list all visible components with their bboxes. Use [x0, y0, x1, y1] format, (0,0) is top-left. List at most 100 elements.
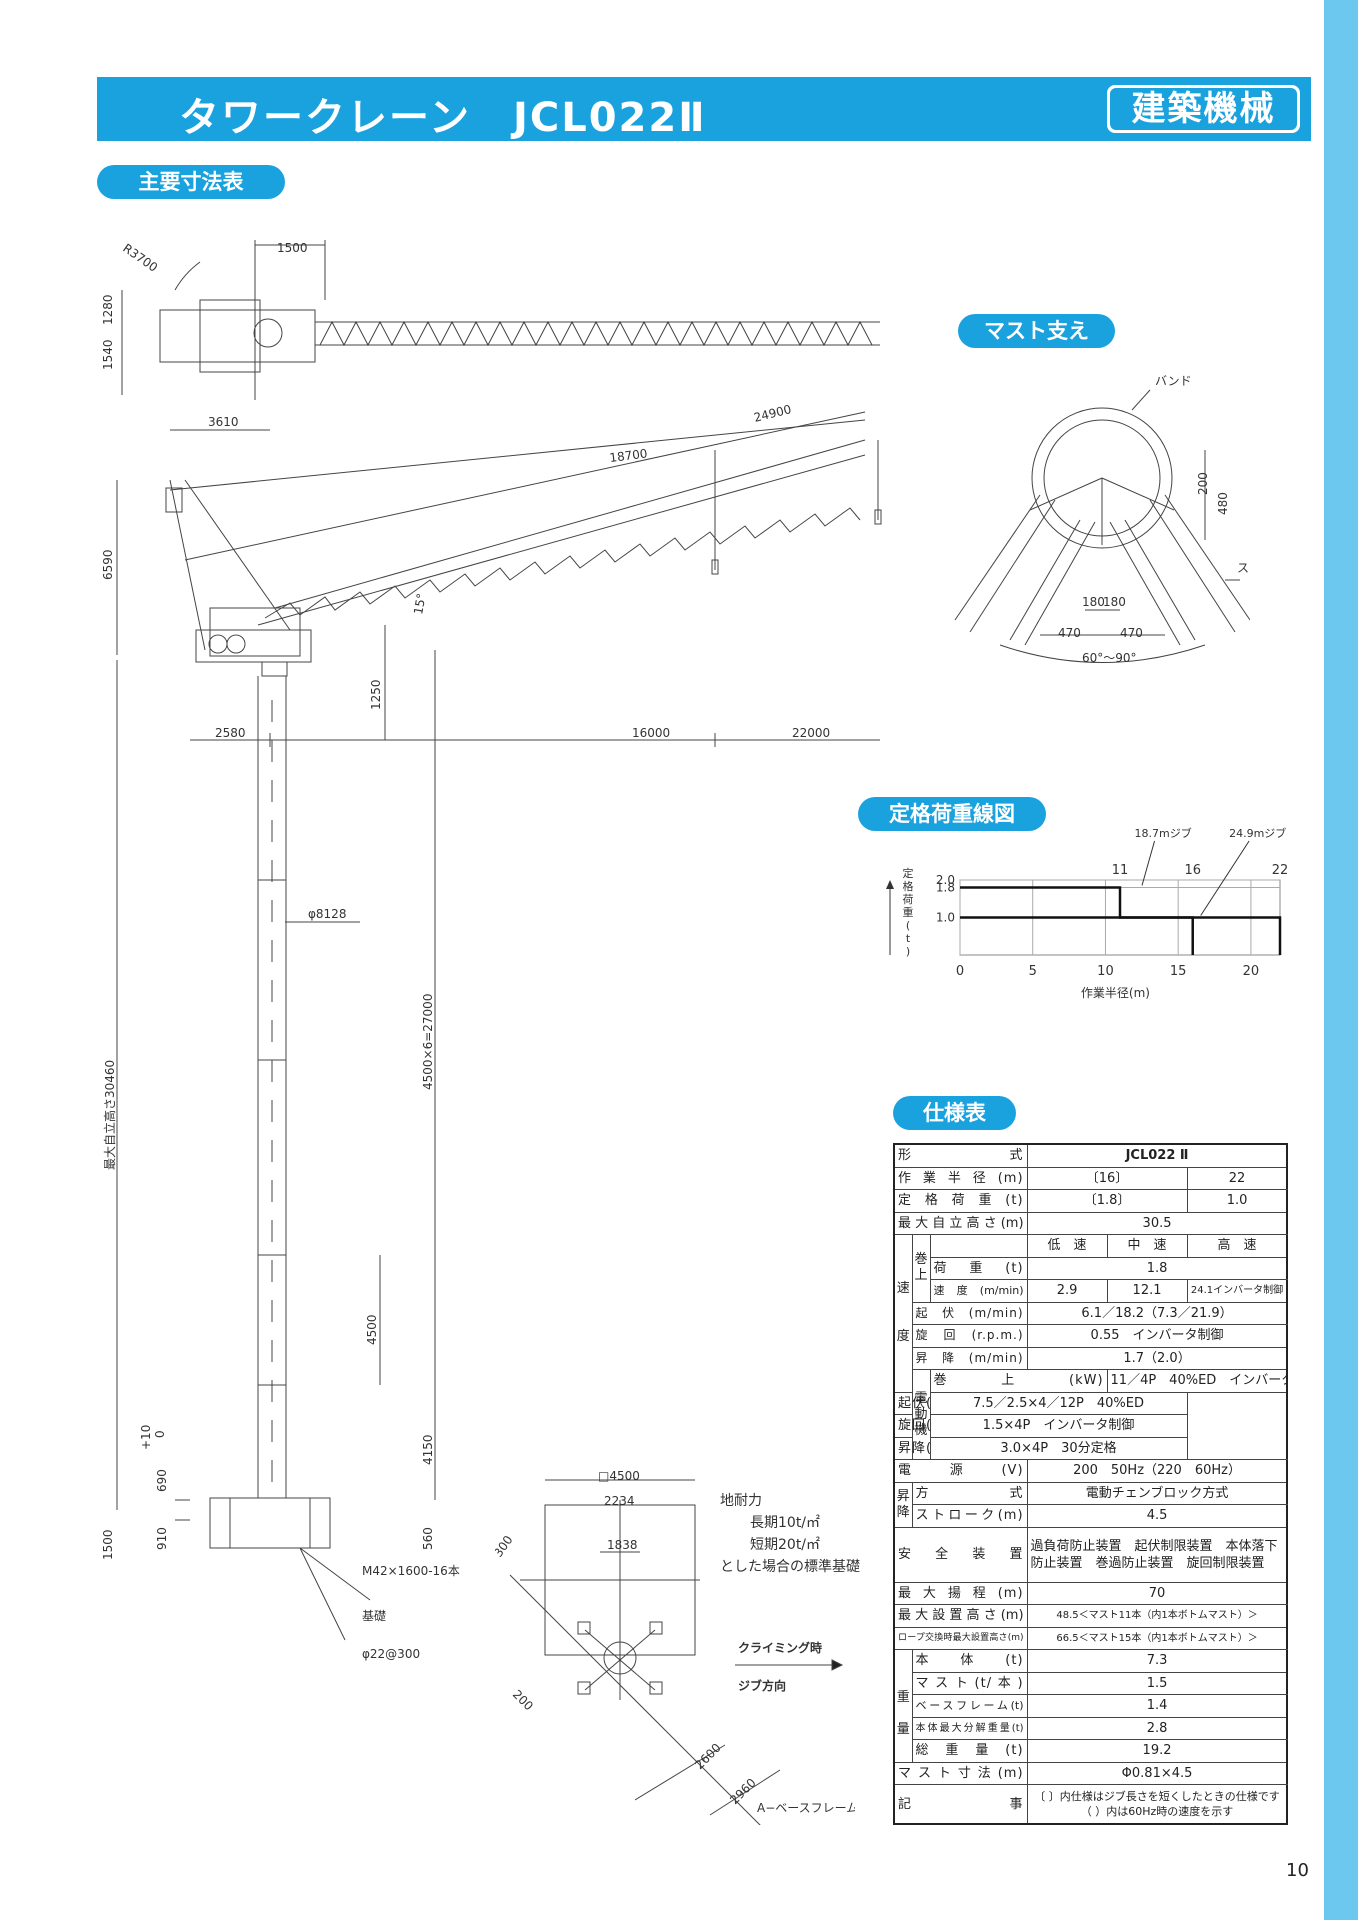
label-470-right: 470 — [1120, 626, 1143, 640]
label-6590: 6590 — [101, 549, 115, 580]
label-angle-15: 15° — [411, 592, 428, 615]
page-header: タワークレーン JCL022Ⅱ 建築機械 — [97, 77, 1311, 141]
y-axis-label-char: 荷 — [903, 893, 914, 906]
y-axis-label-char: ) — [906, 945, 910, 958]
table-row: マスト寸法(m) Φ0.81×4.5 — [893, 1761, 1288, 1785]
label-angle-range: 60°～90° — [1082, 651, 1137, 665]
table-row: ロープ交換時最大設置高さ(m) 66.5＜マスト15本（内1本ボトムマスト）＞ — [893, 1626, 1288, 1650]
y-axis-label-char: 重 — [903, 905, 914, 919]
label-910: 910 — [155, 1527, 169, 1550]
label-480: 480 — [1216, 492, 1230, 515]
table-row: 旋回(kW) 1.5×4P インバータ制御 — [893, 1414, 1287, 1438]
label-mast-diameter: φ8128 — [308, 907, 346, 921]
section-load-chart-pill: 定格荷重線図 — [858, 797, 1046, 831]
table-row: 本体最大分解重量(t) 2.8 — [894, 1716, 1288, 1740]
table-row: 定格荷重(t) 〔1.8〕 1.0 — [893, 1189, 1288, 1213]
table-row: 作業半径(m) 〔16〕 22 — [893, 1166, 1288, 1190]
y-axis-label-char: t — [906, 932, 911, 945]
label-band: バンド — [1155, 374, 1192, 388]
table-row: 昇降 方式 電動チェンブロック方式 — [893, 1481, 1288, 1528]
label-2960: 2960 — [727, 1776, 758, 1807]
soil-title: 地耐力 — [720, 1493, 762, 1509]
section-mast-support-pill: マスト支え — [958, 314, 1115, 348]
label-1280: 1280 — [101, 294, 115, 325]
section-dimensions-pill: 主要寸法表 — [97, 165, 285, 199]
label-bolt: M42×1600-16本 — [362, 1564, 460, 1578]
label-2234: 2234 — [604, 1494, 635, 1508]
table-row: 電源(V) 200 50Hz（220 60Hz） — [893, 1459, 1288, 1483]
spec-table: 形式 JCL022 Ⅱ 作業半径(m) 〔16〕 22 定格荷重(t) 〔1.8… — [893, 1143, 1289, 1825]
table-row: 速度(m/min) 2.9 12.1 24.1インバータ制御 — [894, 1279, 1288, 1303]
label-jib-direction: ジブ方向 — [738, 1678, 786, 1693]
page-title: タワークレーン JCL022Ⅱ — [179, 95, 707, 141]
label-18700: 18700 — [609, 446, 649, 465]
label-base-frame: A−ベースフレーム — [757, 1801, 855, 1815]
table-row: 電動機 巻上(kW) 11／4P 40%ED インバータ制御 — [894, 1369, 1288, 1460]
soil-long: 長期10t/㎡ — [750, 1515, 821, 1531]
series-leader-line — [1141, 840, 1156, 886]
label-1540: 1540 — [101, 339, 115, 370]
series-line — [960, 886, 1194, 955]
soil-standard: とした場合の標準基礎 — [720, 1559, 860, 1575]
table-row: 重量 本体(t) 7.3 — [893, 1649, 1288, 1763]
y-tick-label: 1.8 — [936, 881, 955, 895]
label-4150: 4150 — [421, 1434, 435, 1465]
label-690: 690 — [155, 1469, 169, 1492]
label-zero: 0 — [153, 1430, 167, 1438]
label-r3700: R3700 — [120, 241, 160, 275]
label-max-height: 最大自立高さ30460 — [102, 1060, 117, 1170]
mast-support-drawing: バンド ステー 200 480 180 180 470 470 60°～90° — [954, 374, 1250, 665]
top-tick-label: 22 — [1272, 863, 1289, 878]
top-tick-label: 16 — [1184, 863, 1201, 878]
label-climbing: クライミング時 — [738, 1640, 822, 1655]
label-square-4500: □4500 — [598, 1469, 640, 1483]
x-tick-label: 0 — [956, 964, 964, 979]
table-row: 最大設置高さ(m) 48.5＜マスト11本（内1本ボトムマスト）＞ — [893, 1604, 1288, 1628]
label-180-left: 180 — [1082, 595, 1105, 609]
x-tick-label: 10 — [1097, 964, 1114, 979]
table-row: 安全装置 過負荷防止装置 起伏制限装置 本体落下防止装置 巻過防止装置 旋回制限… — [893, 1526, 1288, 1583]
x-tick-label: 15 — [1170, 964, 1187, 979]
label-1838: 1838 — [607, 1538, 638, 1552]
label-foundation: 基礎 — [362, 1609, 386, 1623]
label-1500: 1500 — [277, 241, 308, 255]
label-22000: 22000 — [792, 726, 830, 740]
label-4500: 4500 — [365, 1314, 379, 1345]
table-row: 最大自立高さ(m) 30.5 — [893, 1211, 1288, 1235]
label-200-base: 200 — [510, 1687, 536, 1713]
y-axis-label-char: 格 — [903, 879, 914, 893]
label-plus10: +10 — [139, 1425, 153, 1450]
label-1500-base: 1500 — [101, 1529, 115, 1560]
label-470-left: 470 — [1058, 626, 1081, 640]
page-number: 10 — [1286, 1860, 1309, 1881]
label-24900: 24900 — [752, 402, 792, 425]
series-leader-line — [1200, 840, 1250, 916]
side-color-bar — [1324, 0, 1358, 1920]
table-row: 最大揚程(m) 70 — [893, 1581, 1288, 1605]
table-row: 荷重(t) 1.8 — [894, 1256, 1288, 1280]
label-mast-length: 4500×6=27000 — [421, 994, 435, 1090]
crane-elevation-drawing: R3700 1500 1280 1540 3610 24900 18700 65… — [101, 240, 882, 1661]
soil-bearing-note: 地耐力 長期10t/㎡ 短期20t/㎡ とした場合の標準基礎 — [720, 1490, 860, 1578]
label-2580: 2580 — [215, 726, 246, 740]
top-tick-label: 11 — [1112, 863, 1129, 878]
category-label: 建築機械 — [1110, 88, 1297, 130]
y-axis-label-char: ( — [906, 919, 910, 932]
table-row: 起伏(m/min) 6.1／18.2（7.3／21.9） — [894, 1301, 1288, 1325]
x-axis-label: 作業半径(m) — [1081, 986, 1150, 1000]
x-tick-label: 20 — [1243, 964, 1260, 979]
table-row: 速度 巻上 低 速 中 速 高 速 — [893, 1234, 1288, 1393]
table-row: 昇降(kW) 3.0×4P 30分定格 — [893, 1436, 1287, 1460]
y-axis-label-char: 定 — [903, 866, 914, 880]
table-row: 旋回(r.p.m.) 0.55 インバータ制御 — [894, 1324, 1288, 1348]
section-spec-pill: 仕様表 — [893, 1096, 1016, 1130]
label-560: 560 — [421, 1527, 435, 1550]
base-frame-drawing: □4500 2234 1838 300 200 2600 2960 A−ベースフ… — [495, 1469, 855, 1825]
series-label: 18.7mジブ — [1135, 826, 1192, 840]
chart-series — [960, 840, 1282, 955]
label-16000: 16000 — [632, 726, 670, 740]
y-axis-arrowhead — [886, 880, 894, 889]
table-row: ストローク(m) 4.5 — [894, 1504, 1288, 1528]
